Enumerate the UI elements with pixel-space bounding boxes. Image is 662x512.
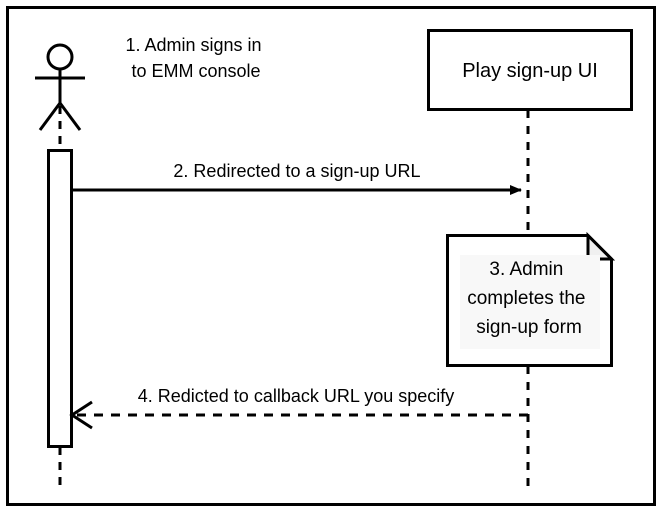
step3-note-line3: sign-up form: [476, 317, 582, 338]
step3-note-line2: completes the: [467, 288, 585, 309]
step3-note-text-highlight: [460, 255, 600, 349]
step1-label: 1. Admin signs in to EMM console: [125, 35, 266, 81]
step3-note-line1: 3. Admin: [489, 259, 563, 280]
step1-label-line2: to EMM console: [131, 61, 260, 81]
participant-label-play-signup-ui: Play sign-up UI: [462, 60, 598, 82]
step1-label-line1: 1. Admin signs in: [125, 35, 261, 55]
actor-stick-figure-icon: [35, 43, 85, 131]
step3-note-text: 3. Admin completes the sign-up form: [467, 259, 591, 338]
participant-box-play-signup-ui[interactable]: [427, 29, 633, 111]
message-4-label: 4. Redicted to callback URL you specify: [138, 386, 455, 406]
step3-note[interactable]: 3. Admin completes the sign-up form: [446, 231, 616, 367]
actor-activation-bar: [47, 149, 73, 448]
message-4-open-arrowhead-icon: [69, 400, 93, 430]
message-2-label: 2. Redirected to a sign-up URL: [173, 161, 420, 181]
